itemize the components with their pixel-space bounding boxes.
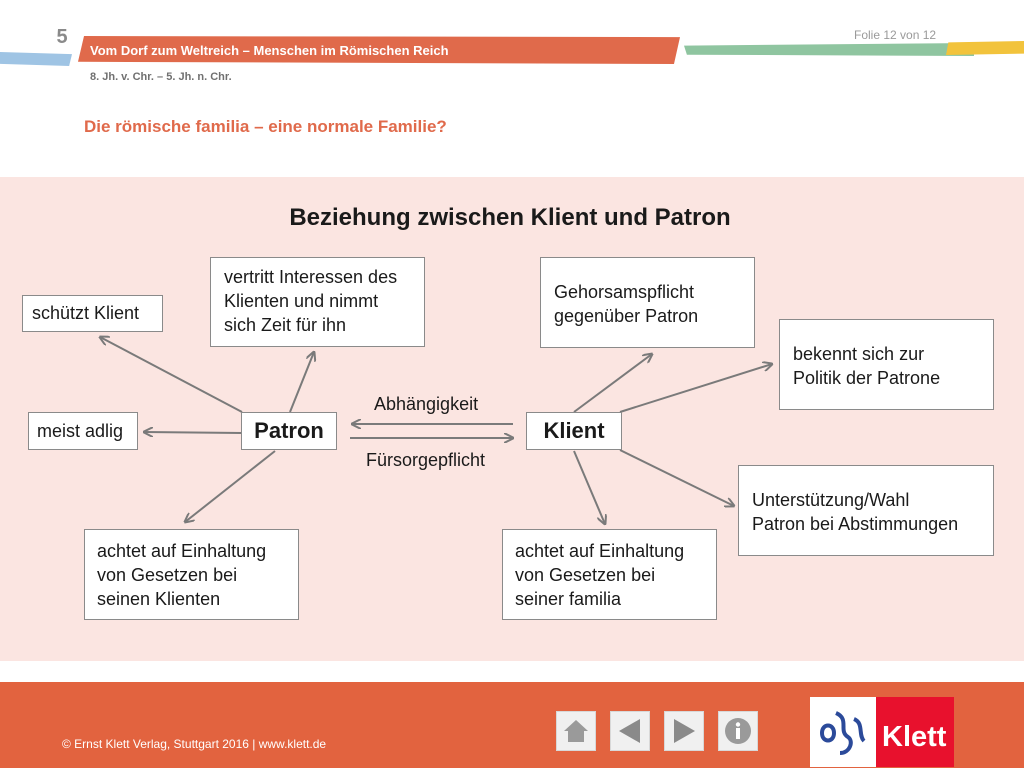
obedience-line: Gehorsamspflicht (554, 282, 695, 302)
chapter-number: 5 (56, 26, 68, 48)
klett-logo-box (876, 697, 954, 767)
protects-box: schützt Klient (22, 295, 163, 332)
represents-line: vertritt Interessen des (224, 267, 398, 287)
klient-box: Klient (526, 412, 622, 450)
support-line: Patron bei Abstimmungen (752, 514, 959, 534)
klett-logo-emblem (810, 697, 876, 767)
klient-laws-line: achtet auf Einhaltung (515, 541, 685, 561)
arrow-patron-noble (144, 432, 243, 433)
diagram-title: Beziehung zwischen Klient und Patron (289, 204, 731, 231)
klett-emblem-icon (819, 711, 866, 755)
home-icon (564, 720, 588, 742)
care-label: Fürsorgepflicht (366, 450, 486, 470)
protects-text: schützt Klient (32, 303, 140, 323)
politics-line: Politik der Patrone (793, 368, 941, 388)
patron-laws-line: von Gesetzen bei (97, 565, 238, 585)
patron-laws-line: seinen Klienten (97, 589, 221, 609)
support-box: Unterstützung/Wahl Patron bei Abstimmung… (738, 465, 994, 556)
noble-text: meist adlig (37, 421, 124, 441)
patron-box: Patron (241, 412, 337, 450)
arrow-klient-politics (619, 364, 772, 413)
previous-icon (619, 719, 640, 743)
klient-laws-box: achtet auf Einhaltung von Gesetzen bei s… (502, 529, 717, 620)
yellow-stripe-decoration (946, 41, 1024, 55)
arrow-patron-represents (289, 352, 314, 413)
patron-label: Patron (254, 418, 324, 443)
next-icon (674, 719, 695, 743)
green-stripe-decoration (684, 43, 974, 56)
slide-subtitle: Die römische familia – eine normale Fami… (84, 117, 447, 136)
obedience-box: Gehorsamspflicht gegenüber Patron (540, 257, 755, 348)
arrow-patron-laws (185, 450, 276, 522)
patron-laws-box: achtet auf Einhaltung von Gesetzen bei s… (84, 529, 299, 620)
arrow-klient-laws (573, 450, 605, 524)
represents-line: sich Zeit für ihn (224, 315, 347, 335)
banner-title: Vom Dorf zum Weltreich – Menschen im Röm… (90, 43, 449, 58)
info-icon (725, 718, 751, 744)
klient-laws-line: von Gesetzen bei (515, 565, 656, 585)
copyright-text: © Ernst Klett Verlag, Stuttgart 2016 | w… (62, 737, 327, 751)
home-button[interactable] (556, 711, 596, 751)
arrow-klient-support (619, 449, 734, 506)
patron-laws-line: achtet auf Einhaltung (97, 541, 267, 561)
obedience-line: gegenüber Patron (554, 306, 699, 326)
info-button[interactable] (718, 711, 758, 751)
klient-label: Klient (543, 418, 605, 443)
politics-box: bekennt sich zur Politik der Patrone (779, 319, 994, 410)
period-label: 8. Jh. v. Chr. – 5. Jh. n. Chr. (90, 71, 232, 83)
previous-button[interactable] (610, 711, 650, 751)
blue-stripe-decoration (0, 52, 72, 66)
support-line: Unterstützung/Wahl (752, 490, 910, 510)
represents-line: Klienten und nimmt (224, 291, 379, 311)
title-banner (78, 36, 680, 64)
noble-box: meist adlig (28, 412, 138, 450)
slide-counter: Folie 12 von 12 (854, 28, 937, 42)
klient-laws-line: seiner familia (515, 589, 622, 609)
arrow-klient-obedience (573, 354, 652, 413)
politics-line: bekennt sich zur (793, 344, 925, 364)
arrow-patron-protects (100, 337, 243, 413)
dependency-label: Abhängigkeit (374, 394, 479, 414)
next-button[interactable] (664, 711, 704, 751)
represents-box: vertritt Interessen des Klienten und nim… (210, 257, 425, 347)
klett-logo-text: Klett (882, 721, 947, 753)
